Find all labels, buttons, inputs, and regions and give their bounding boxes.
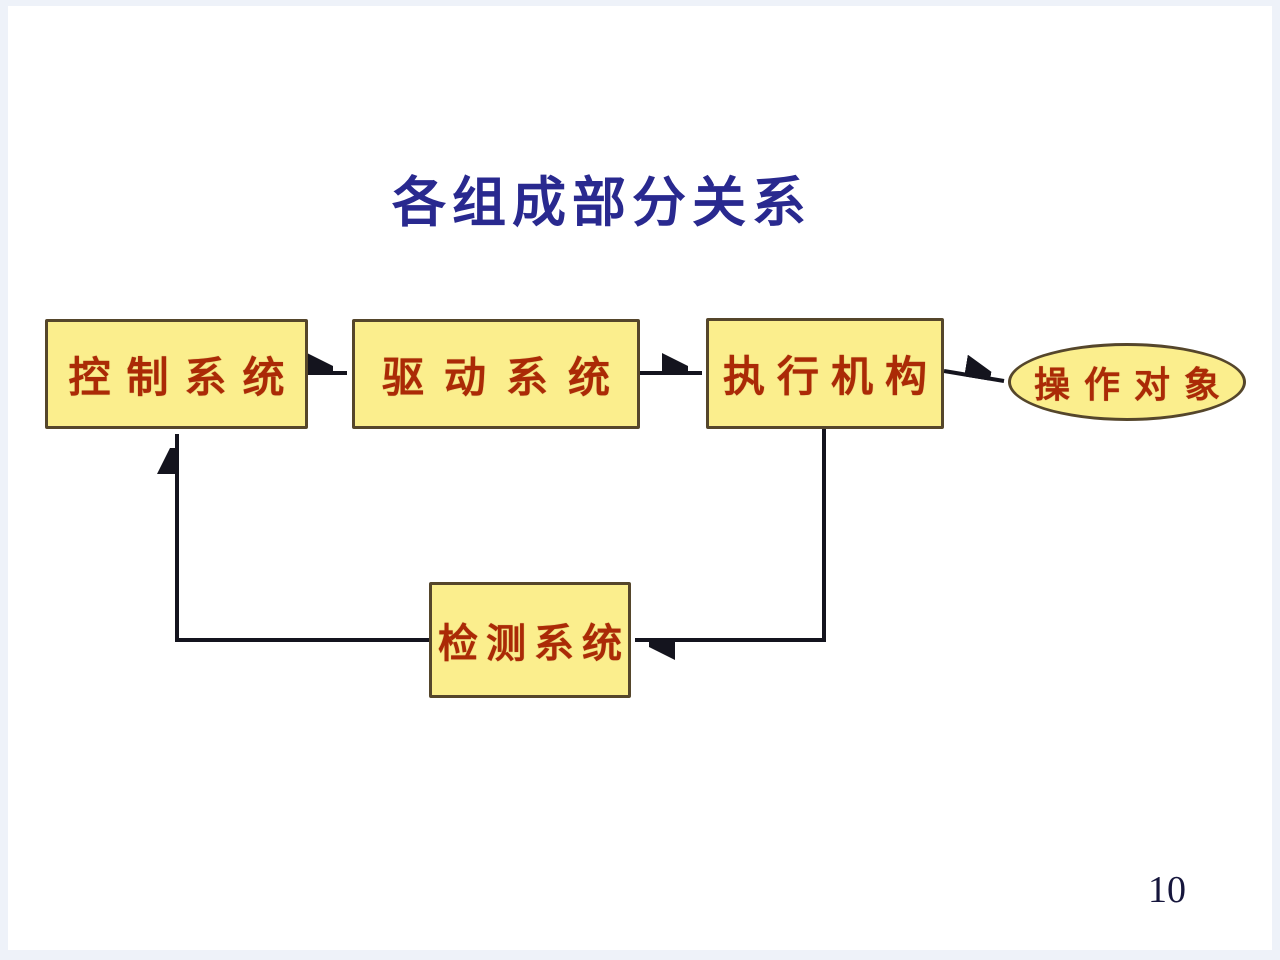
node-detection-system-label: 检测系统 <box>438 621 630 666</box>
node-control-system: 控制系统 <box>45 319 308 429</box>
arrow-actuator-to-target <box>943 371 1005 383</box>
node-drive-system-label: 驱动系统 <box>381 355 630 402</box>
node-operation-target-label: 操作对象 <box>1033 365 1234 405</box>
arrow-actuator-to-detection <box>635 429 826 640</box>
slide-title: 各组成部分关系 <box>392 173 812 233</box>
node-drive-system: 驱动系统 <box>352 319 640 429</box>
slide-background <box>8 6 1272 950</box>
node-detection-system: 检测系统 <box>429 582 631 698</box>
node-actuator: 执行机构 <box>706 318 944 429</box>
node-operation-target: 操作对象 <box>1008 343 1246 421</box>
page-number: 10 <box>1148 869 1186 911</box>
node-control-system-label: 控制系统 <box>68 355 301 402</box>
arrow-detection-to-control <box>177 434 429 642</box>
node-actuator-label: 执行机构 <box>722 355 939 401</box>
